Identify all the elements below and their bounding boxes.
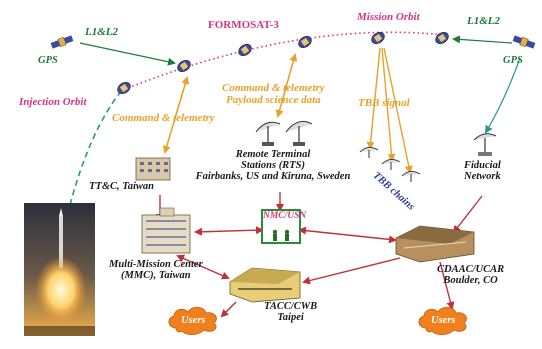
payload-science-data-line: Payload science data [225, 93, 321, 106]
tacc-line-1: TACC/CWB [264, 301, 318, 312]
rts-link [275, 53, 298, 118]
nmc-usn-label: NMC/USN [263, 211, 307, 221]
cdaac-users-link [439, 261, 455, 310]
gps-left-link [79, 42, 176, 66]
formosat3-title: FORMOSAT-3 [208, 19, 279, 31]
gps-right-label: GPS [503, 55, 523, 66]
antenna-dish-icon [473, 133, 497, 156]
mmc-label: Multi-Mission Center (MMC), Taiwan [109, 259, 203, 281]
nmc-usn-box [261, 209, 301, 244]
cloud-icon [168, 306, 217, 336]
tbb-signal-label: TBB signal [358, 97, 410, 109]
command-telemetry-label: Command & telemetry [112, 112, 215, 124]
tacc-cwb-label: TACC/CWB Taipei [264, 301, 317, 323]
satellite-icon [371, 31, 385, 45]
rts-line-1: Remote Terminal [235, 149, 311, 160]
rts-label: Remote Terminal Stations (RTS) Fairbanks… [187, 149, 359, 182]
nmc-cdaac-link [298, 226, 397, 244]
gps-fiducial-link [484, 57, 521, 134]
users-left-label: Users [181, 315, 206, 326]
tacc-users-link [220, 301, 237, 318]
gps-left-label: GPS [38, 55, 58, 66]
building-icon [395, 225, 475, 263]
cdaac-label: CDAAC/UCAR Boulder, CO [437, 264, 504, 286]
mmc-tacc-link [176, 254, 230, 280]
injection-orbit-label: Injection Orbit [19, 96, 87, 108]
rocket-launch-photo [24, 203, 95, 336]
building-icon [141, 207, 191, 254]
mmc-line-1: Multi-Mission Center [109, 259, 203, 270]
fiducial-network-label: Fiducial Network [464, 160, 501, 182]
cdaac-line-1: CDAAC/UCAR [437, 264, 505, 275]
satellite-icon [238, 43, 252, 57]
tbb-link-1 [366, 47, 381, 150]
building-icon [229, 267, 301, 303]
l1l2-right-label: L1&L2 [467, 15, 500, 27]
fiducial-line-2: Network [464, 171, 501, 183]
antenna-dish-icon [255, 120, 313, 146]
mission-orbit-label: Mission Orbit [357, 11, 420, 23]
tbb-link-3 [383, 47, 413, 174]
rts-line-3: Fairbanks, US and Kiruna, Sweden [195, 171, 351, 183]
mmc-nmc-link [194, 226, 264, 236]
injection-orbit-path [69, 89, 123, 206]
satellite-icon [177, 59, 191, 73]
l1l2-left-label: L1&L2 [85, 26, 118, 38]
satellite-icon [117, 81, 131, 95]
mmc-line-2: (MMC), Taiwan [121, 270, 191, 282]
mission-orbit-path [127, 31, 446, 89]
command-telemetry-line: Command & telemetry [222, 82, 325, 94]
users-right-label: Users [431, 315, 456, 326]
fiducial-cdaac-link [452, 195, 483, 234]
building-icon [135, 157, 171, 181]
command-telemetry-payload-label: Command & telemetry Payload science data [222, 82, 325, 106]
tacc-line-2: Taipei [277, 312, 304, 324]
rts-line-2: Stations (RTS) [241, 160, 305, 172]
satellite-icon [298, 35, 312, 49]
satellite-icon [435, 31, 449, 45]
fiducial-line-1: Fiducial [464, 160, 501, 171]
cloud-icon [418, 306, 467, 336]
cdaac-line-2: Boulder, CO [443, 275, 498, 287]
antenna-dish-icon [359, 147, 421, 182]
gps-satellite-right-icon [512, 35, 536, 49]
tbb-link-2 [381, 47, 396, 162]
gps-right-link [452, 35, 513, 44]
gps-satellite-left-icon [50, 35, 74, 49]
ttc-link [162, 76, 190, 154]
ttc-taiwan-label: TT&C, Taiwan [89, 181, 154, 192]
cdaac-tacc-link [302, 257, 401, 285]
